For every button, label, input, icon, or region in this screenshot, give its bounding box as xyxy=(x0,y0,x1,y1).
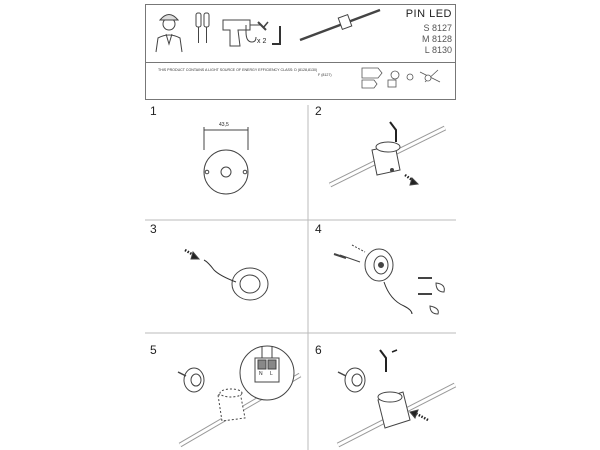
energy-notice-line1: THIS PRODUCT CONTAINS A LIGHT SOURCE OF … xyxy=(158,68,318,72)
quantity-label: x 2 xyxy=(257,38,267,45)
step1-dimension: 43,5 xyxy=(219,122,229,128)
installer-icon xyxy=(155,14,183,53)
lamp-icon xyxy=(299,8,381,42)
energy-notice-line2: F (8127) xyxy=(318,73,332,77)
step4-base xyxy=(333,244,445,315)
step1-plate xyxy=(203,127,249,195)
step-number-2: 2 xyxy=(315,104,322,118)
terminal-label-n: N xyxy=(259,371,263,377)
step-number-1: 1 xyxy=(150,104,157,118)
product-title-block: PIN LED S 8127 M 8128 L 8130 xyxy=(380,9,452,59)
product-title: PIN LED xyxy=(405,8,452,20)
model-l: L 8130 xyxy=(424,45,452,55)
step-number-5: 5 xyxy=(150,343,157,357)
header-divider xyxy=(145,62,456,63)
energy-notice: THIS PRODUCT CONTAINS A LIGHT SOURCE OF … xyxy=(158,68,363,78)
terminal-label-l: L xyxy=(270,371,273,377)
hook-icon xyxy=(245,25,257,43)
step-number-3: 3 xyxy=(150,222,157,236)
drill-icon xyxy=(222,19,269,47)
step-number-4: 4 xyxy=(315,222,322,236)
hex-key-icon xyxy=(272,26,281,45)
step2-fixture xyxy=(328,121,447,188)
model-m: M 8128 xyxy=(421,34,452,44)
step6-assembly xyxy=(336,349,457,448)
energy-label-icon xyxy=(361,67,441,89)
step-number-6: 6 xyxy=(315,343,322,357)
step5-assembly xyxy=(177,345,302,448)
header-box xyxy=(145,4,456,100)
screwdriver-icon xyxy=(195,12,210,43)
step3-base xyxy=(184,248,269,301)
model-s: S 8127 xyxy=(423,23,452,33)
